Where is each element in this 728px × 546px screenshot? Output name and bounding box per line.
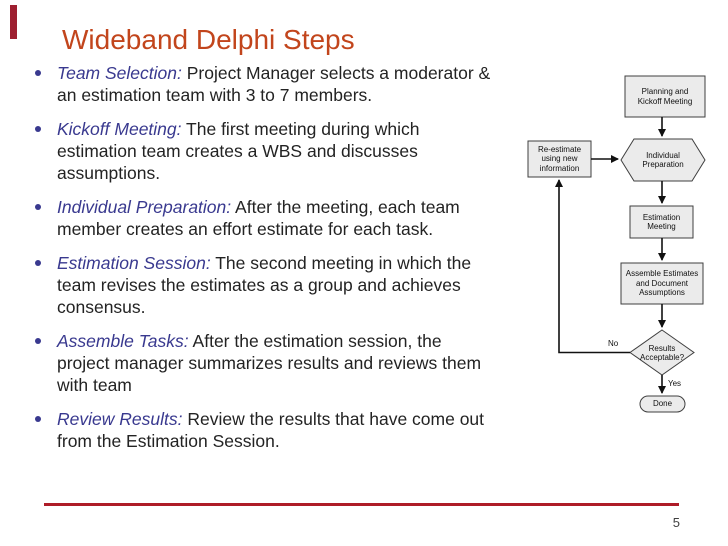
bullet-text: Review the results that have come out fr… (57, 409, 485, 451)
bullet-lead: Estimation Session: (57, 253, 211, 273)
bullet-text: The first meeting during which estimatio… (57, 119, 420, 183)
flowchart-label-done: Done (652, 399, 673, 409)
bullet-item-team-selection: Team Selection: Project Manager selects … (33, 62, 515, 106)
edge-label-yes: Yes (668, 379, 682, 388)
bullet-item-individual-preparation: Individual Preparation: After the meetin… (33, 196, 515, 240)
bullet-lead: Kickoff Meeting: (57, 119, 182, 139)
bullet-text: After the meeting, each team member crea… (57, 197, 460, 239)
flowchart-label-estimation-meeting: Estimation Meeting (642, 212, 681, 232)
bullet-dot (35, 416, 41, 422)
flowchart-node-done (639, 395, 686, 413)
bullet-item-review-results: Review Results: Review the results that … (33, 408, 515, 452)
bullet-lead: Individual Preparation: (57, 197, 232, 217)
bullet-dot (35, 260, 41, 266)
bullet-lead: Team Selection: (57, 63, 182, 83)
bullet-dot (35, 70, 41, 76)
bullet-dot (35, 126, 41, 132)
accent-bar (10, 5, 17, 39)
bullet-item-kickoff-meeting: Kickoff Meeting: The first meeting durin… (33, 118, 515, 184)
bullet-list: Team Selection: Project Manager selects … (33, 62, 515, 464)
arrow-no-loop-to-reestimate (555, 179, 630, 354)
flowchart-label-reestimate: Re-estimate using new information (537, 144, 582, 173)
edge-label-no: No (608, 339, 619, 348)
bullet-text: The second meeting in which the team rev… (57, 253, 472, 317)
page-number: 5 (672, 515, 680, 530)
slide-title: Wideband Delphi Steps (62, 24, 355, 55)
bullet-lead: Review Results: (57, 409, 183, 429)
flowchart-label-results-acceptable: Results Acceptable? (639, 343, 685, 363)
flowchart-node-individual-preparation (620, 138, 706, 182)
bullet-dot (35, 204, 41, 210)
bullet-item-estimation-session: Estimation Session: The second meeting i… (33, 252, 515, 318)
bullet-text: After the estimation session, the projec… (57, 331, 482, 395)
flowchart-node-estimation-meeting (629, 205, 694, 239)
flowchart-label-individual-preparation: Individual Preparation (642, 150, 684, 170)
footer-divider-line (44, 503, 679, 506)
bullet-lead: Assemble Tasks: (57, 331, 189, 351)
flowchart-node-assemble-estimates (620, 262, 704, 305)
bullet-dot (35, 338, 41, 344)
bullet-item-assemble-tasks: Assemble Tasks: After the estimation ses… (33, 330, 515, 396)
bullet-text: Project Manager selects a moderator & an… (57, 63, 491, 105)
flowchart-node-reestimate (527, 140, 592, 178)
flowchart-label-planning: Planning and Kickoff Meeting (637, 87, 693, 106)
flowchart-label-assemble-estimates: Assemble Estimates and Document Assumpti… (625, 269, 699, 298)
flowchart-node-planning (624, 75, 706, 118)
